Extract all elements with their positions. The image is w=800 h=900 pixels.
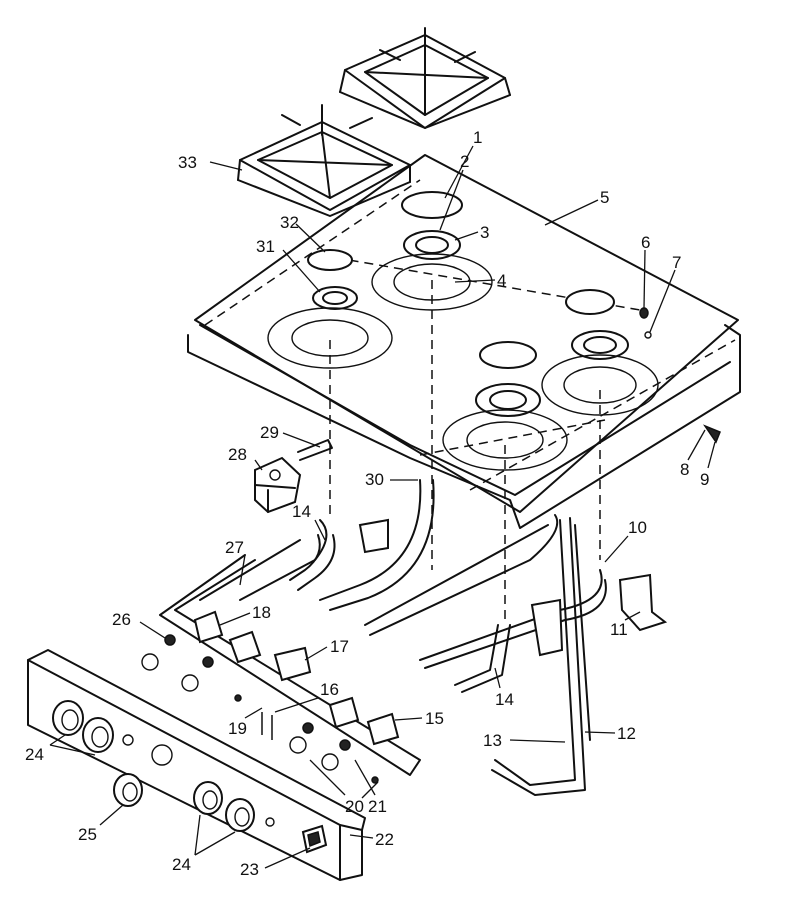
control-knobs xyxy=(52,700,255,832)
burner-caps xyxy=(307,191,615,369)
callout-6: 6 xyxy=(641,233,650,252)
callout-27: 27 xyxy=(225,538,244,557)
panel-switch xyxy=(301,824,328,854)
callout-5: 5 xyxy=(600,188,609,207)
callout-29: 29 xyxy=(260,423,279,442)
callout-15: 15 xyxy=(425,709,444,728)
callout-24-left: 24 xyxy=(25,745,44,764)
callout-12: 12 xyxy=(617,724,636,743)
callout-labels: 1 2 3 4 5 6 7 8 9 10 11 12 13 14 14 15 1… xyxy=(25,128,709,879)
callout-33: 33 xyxy=(178,153,197,172)
control-panel xyxy=(27,649,366,881)
callout-32: 32 xyxy=(280,213,299,232)
screws-top-right xyxy=(639,307,721,444)
callout-25: 25 xyxy=(78,825,97,844)
callout-23: 23 xyxy=(240,860,259,879)
valve-screws xyxy=(234,694,379,784)
callout-13: 13 xyxy=(483,731,502,750)
callout-17: 17 xyxy=(330,637,349,656)
burner-grate-front xyxy=(237,104,411,217)
bezels xyxy=(141,653,339,771)
alignment-lines xyxy=(329,280,601,620)
callout-20: 20 xyxy=(345,797,364,816)
callout-21: 21 xyxy=(368,797,387,816)
callout-16: 16 xyxy=(320,680,339,699)
callout-19: 19 xyxy=(228,719,247,738)
callout-8: 8 xyxy=(680,460,689,479)
ignition-module xyxy=(254,439,333,514)
callout-3: 3 xyxy=(480,223,489,242)
callout-22: 22 xyxy=(375,830,394,849)
callout-1: 1 xyxy=(473,128,482,147)
callout-30: 30 xyxy=(365,470,384,489)
callout-18: 18 xyxy=(252,603,271,622)
callout-31: 31 xyxy=(256,237,275,256)
manifold xyxy=(159,519,421,776)
callout-2: 2 xyxy=(460,152,469,171)
panel-holes xyxy=(122,734,275,827)
callout-14-upper: 14 xyxy=(292,502,311,521)
callout-11: 11 xyxy=(610,620,628,639)
callout-9: 9 xyxy=(700,470,709,489)
burner-bowls xyxy=(267,253,659,471)
callout-14-lower: 14 xyxy=(495,690,514,709)
callout-4: 4 xyxy=(497,271,506,290)
callout-26: 26 xyxy=(112,610,131,629)
burner-heads xyxy=(312,230,629,417)
callout-24-right: 24 xyxy=(172,855,191,874)
callout-7: 7 xyxy=(672,253,681,272)
burner-grate-rear xyxy=(339,27,511,129)
leader-lines xyxy=(49,145,716,869)
gas-tubes xyxy=(289,479,607,693)
regulator-pipes xyxy=(491,517,591,796)
callout-10: 10 xyxy=(628,518,647,537)
valves xyxy=(164,610,400,751)
callout-28: 28 xyxy=(228,445,247,464)
